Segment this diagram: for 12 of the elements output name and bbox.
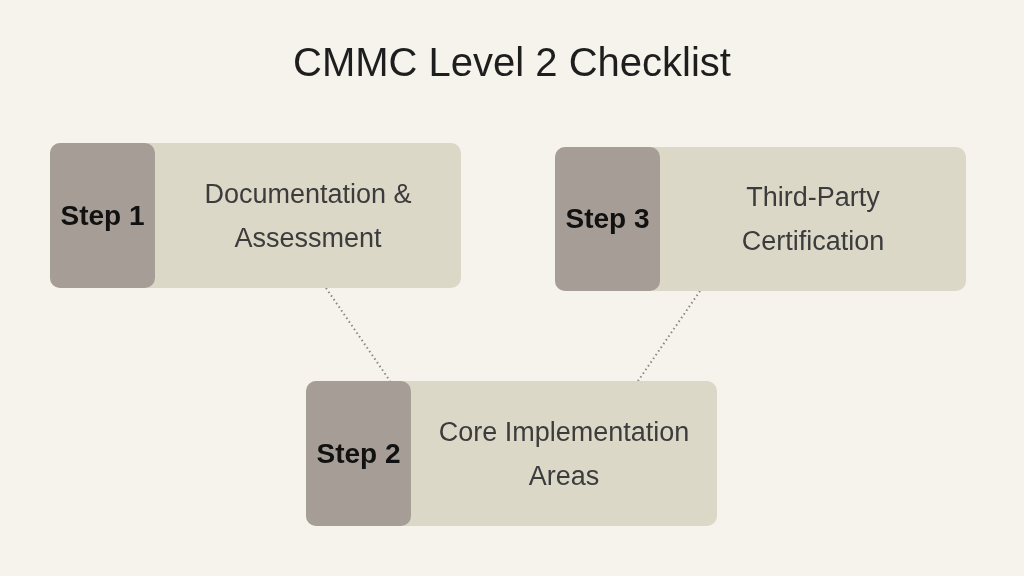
step-badge: Step 2 [306, 381, 411, 526]
step-description: Core Implementation Areas [437, 415, 691, 493]
step-card [555, 147, 966, 291]
step-description: Documentation & Assessment [203, 177, 413, 255]
step-description: Third-Party Certification [740, 181, 886, 258]
step-badge: Step 3 [555, 147, 660, 291]
step-card [50, 143, 461, 288]
dotted-connector [325, 287, 391, 382]
step-card [306, 381, 717, 526]
step-badge: Step 1 [50, 143, 155, 288]
dotted-connector [637, 290, 701, 382]
diagram-title: CMMC Level 2 Checklist [293, 39, 731, 86]
